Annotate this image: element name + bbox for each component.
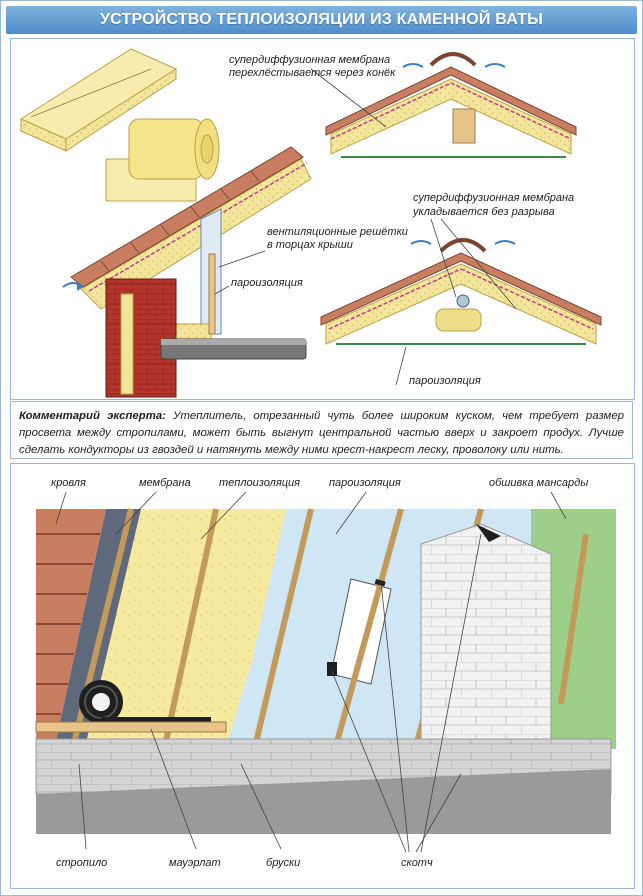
label-membrane-nobreak-line2: укладывается без разрыва [412,206,555,218]
label-vent-grates-line2: в торцах крыши [267,239,353,251]
page-title: УСТРОЙСТВО ТЕПЛОИЗОЛЯЦИИ ИЗ КАМЕННОЙ ВАТ… [6,6,637,34]
membrane-roll [79,680,211,725]
roof-section-diagrams: супердиффузионная мембрана перехлёстывае… [19,48,602,398]
top-diagram-panel: супердиффузионная мембрана перехлёстывае… [10,38,635,400]
label-vapor-barrier: пароизоляция [329,477,401,489]
expert-comment-label: Комментарий эксперта: [19,410,166,422]
label-membrane-ridge-line2: перехлёстывается через конёк [229,67,396,79]
expert-comment-text: Утеплитель, отрезанный чуть более широки… [19,410,624,456]
label-battens: бруски [266,857,300,869]
attic-insulation-diagram: кровля мембрана теплоизоляция пароизоляц… [35,477,616,869]
label-mauerlat: мауэрлат [169,857,221,869]
eave-section-left [62,146,312,398]
insulation-slab-illustration [19,48,178,152]
insulation-layer [81,509,286,764]
insulation-roll-illustration [105,118,220,202]
bottom-diagram-panel: кровля мембрана теплоизоляция пароизоляц… [10,463,635,889]
roof-tiles [36,509,106,764]
label-vent-grates-line1: вентиляционные решётки [267,226,408,238]
label-rafter: стропило [56,857,107,869]
label-attic-lining: обшивка мансарды [489,477,588,489]
bottom-leader-lines [55,491,567,853]
label-vapor-barrier-right: пароизоляция [409,375,481,387]
label-membrane: мембрана [139,477,191,489]
label-tape: скотч [401,857,433,869]
tape-corner [476,524,501,542]
label-membrane-nobreak-line1: супердиффузионная мембрана [413,192,574,204]
ridge-section-upper [325,52,577,158]
label-membrane-ridge-line1: супердиффузионная мембрана [229,54,390,66]
ridge-section-lower [320,238,602,345]
label-vapor-barrier-left: пароизоляция [231,277,303,289]
label-roof: кровля [51,477,86,489]
leader-lines [214,68,517,386]
label-insulation: теплоизоляция [219,477,300,489]
floor-base [36,769,611,834]
mauerlat-beam [35,721,227,733]
expert-comment: Комментарий эксперта: Утеплитель, отреза… [10,401,633,459]
